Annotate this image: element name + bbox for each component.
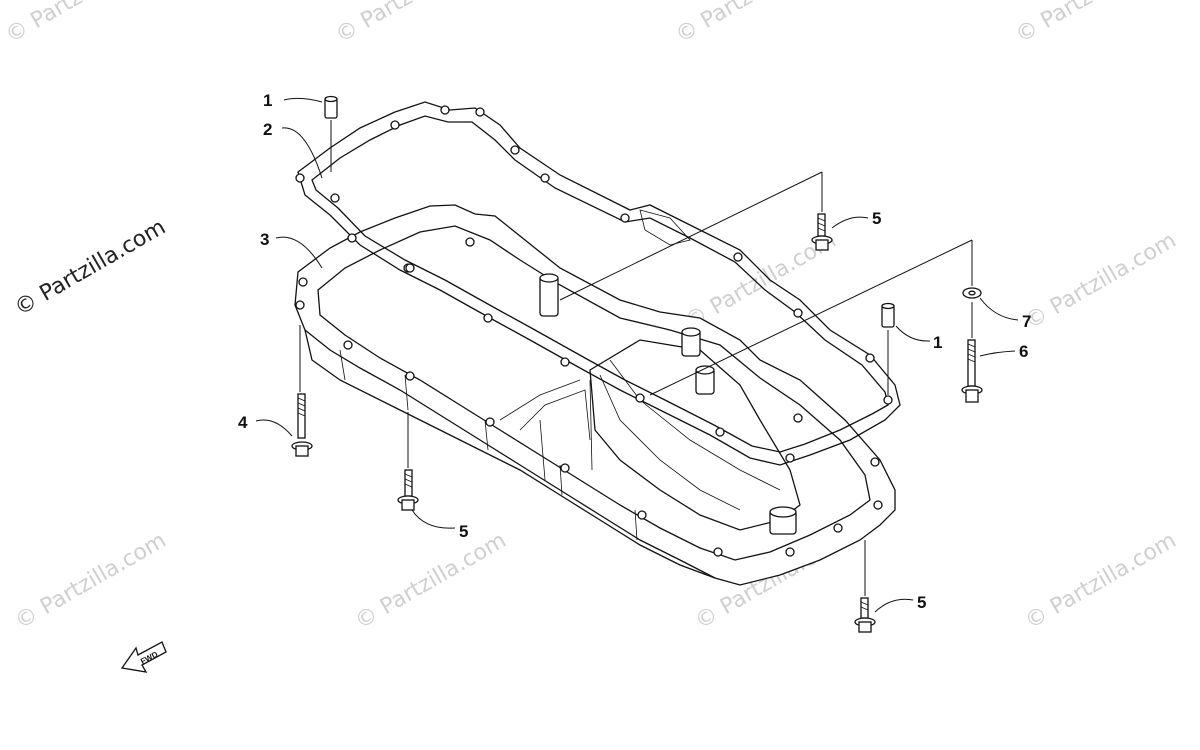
dowel-pin [881,302,895,328]
oil-pan-boss-top [695,365,715,375]
bolt-head [401,499,415,511]
watermark-text: © Partzilla.com [351,528,511,635]
leader-lines [255,97,1019,613]
callout-5: 5 [872,209,881,228]
bolt-head [858,621,872,633]
callout-2: 2 [263,120,272,139]
oil-pan-inner-rim [317,225,871,561]
callout-5: 5 [459,522,468,541]
washer-inner [968,290,976,296]
watermark-text: © Partzilla.com [1021,228,1181,335]
oil-pan-boss-top [539,273,559,283]
bolt-head [295,445,309,457]
callout-1: 1 [933,333,942,352]
watermark-text: © Partzilla.com [1012,0,1172,48]
oil-pan [294,204,896,586]
callout-3: 3 [260,230,269,249]
bolt-shank [860,597,869,619]
oil-pan-boss-top [769,506,797,518]
washer [962,287,982,299]
bolt-long-right [961,339,983,403]
dowel-pin [324,95,338,119]
bolt-head [965,389,979,403]
arrow-icon [120,641,167,673]
bolt-long-left [291,393,313,457]
callout-6: 6 [1019,342,1028,361]
gasket-bolt-holes [295,105,893,463]
oil-pan-side-wall [304,329,716,579]
watermark-text: © Partzilla.com [11,528,171,635]
bolt-short [854,597,876,633]
gasket-inner-edge [311,115,889,453]
callout-5: 5 [917,593,926,612]
callout-4: 4 [238,413,248,432]
forward-direction-arrow: FWD [120,641,167,673]
callout-1: 1 [263,91,272,110]
watermark-text: © Partzilla.com [1021,528,1181,635]
watermark-text: © Partzilla.com [2,0,162,48]
callout-labels: 1 2 3 4 5 5 5 1 6 7 [238,91,1031,612]
bolt-shank [404,469,413,497]
oil-pan-bolt-holes [295,237,883,557]
oil-pan-flange [294,204,896,586]
watermark-text: © Partzilla.com [332,0,492,48]
oil-pan-boss-top [681,327,701,337]
bolt-shank [817,213,826,237]
gasket [295,101,901,466]
bolt-short [811,213,833,251]
bolt-short [397,469,419,511]
callout-7: 7 [1022,312,1031,331]
bolt-head [815,239,829,251]
watermark-text: © Partzilla.com [672,0,832,48]
watermark-text-main: © Partzilla.com [11,215,171,322]
